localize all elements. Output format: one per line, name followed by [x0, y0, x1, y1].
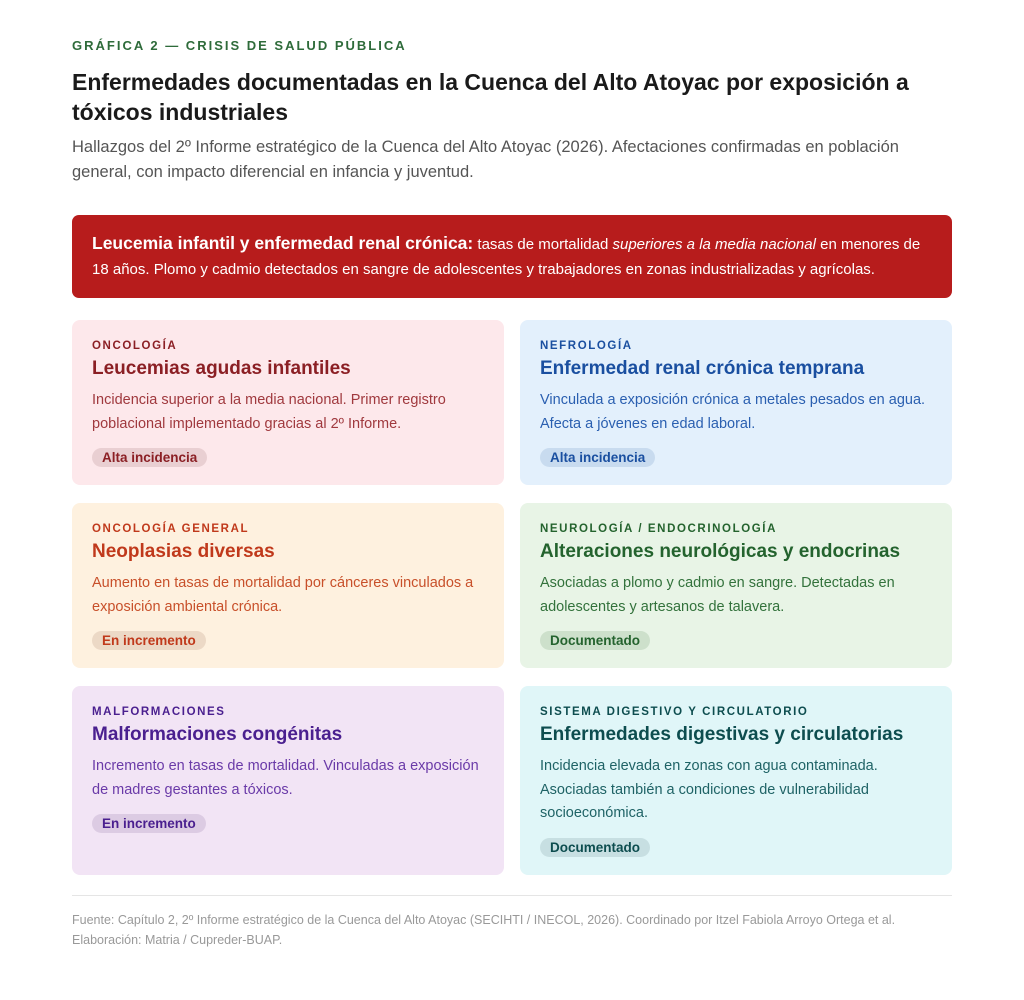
card-category: ONCOLOGÍA	[92, 340, 178, 352]
card-category: MALFORMACIONES	[92, 706, 226, 718]
disease-grid: ONCOLOGÍA Leucemias agudas infantiles In…	[72, 320, 952, 875]
source-footer: Fuente: Capítulo 2, 2º Informe estratégi…	[72, 894, 952, 950]
card-description: Vinculada a exposición crónica a metales…	[540, 392, 926, 432]
status-badge: En incremento	[92, 631, 206, 650]
alert-lead: Leucemia infantil y enfermedad renal cró…	[92, 233, 474, 253]
card-title: Alteraciones neurológicas y endocrinas	[540, 541, 901, 562]
card-title: Malformaciones congénitas	[92, 724, 343, 745]
card-title: Leucemias agudas infantiles	[92, 358, 351, 379]
alert-banner: Leucemia infantil y enfermedad renal cró…	[72, 215, 952, 298]
disease-card: MALFORMACIONES Malformaciones congénitas…	[72, 686, 504, 875]
card-title: Enfermedades digestivas y circulatorias	[540, 724, 904, 745]
card-description: Aumento en tasas de mortalidad por cánce…	[92, 575, 474, 615]
status-badge: En incremento	[92, 814, 206, 833]
disease-card: SISTEMA DIGESTIVO Y CIRCULATORIO Enferme…	[520, 686, 952, 875]
status-badge: Documentado	[540, 837, 651, 857]
card-category: NEFROLOGÍA	[540, 340, 633, 352]
alert-text: tasas de mortalidad	[473, 236, 613, 253]
card-description: Incidencia superior a la media nacional.…	[92, 392, 446, 432]
eyebrow: GRÁFICA 2 — CRISIS DE SALUD PÚBLICA	[72, 38, 407, 53]
disease-card: NEUROLOGÍA / ENDOCRINOLOGÍA Alteraciones…	[520, 503, 952, 668]
subtitle: Hallazgos del 2º Informe estratégico de …	[72, 138, 899, 181]
status-badge: Alta incidencia	[540, 448, 656, 467]
card-description: Incidencia elevada en zonas con agua con…	[540, 758, 878, 821]
status-badge: Documentado	[540, 631, 651, 650]
card-title: Enfermedad renal crónica temprana	[540, 358, 865, 379]
disease-card: NEFROLOGÍA Enfermedad renal crónica temp…	[520, 320, 952, 485]
card-category: ONCOLOGÍA GENERAL	[92, 523, 250, 535]
disease-card: ONCOLOGÍA Leucemias agudas infantiles In…	[72, 320, 504, 485]
card-description: Asociadas a plomo y cadmio en sangre. De…	[540, 575, 895, 615]
infographic: GRÁFICA 2 — CRISIS DE SALUD PÚBLICA Enfe…	[72, 38, 952, 950]
card-category: SISTEMA DIGESTIVO Y CIRCULATORIO	[540, 706, 809, 718]
card-category: NEUROLOGÍA / ENDOCRINOLOGÍA	[540, 523, 777, 535]
page-title: Enfermedades documentadas en la Cuenca d…	[72, 69, 909, 125]
disease-card: ONCOLOGÍA GENERAL Neoplasias diversas Au…	[72, 503, 504, 668]
status-badge: Alta incidencia	[92, 448, 208, 467]
alert-text: en menores de 18 años. Plomo y cadmio de…	[92, 236, 921, 278]
card-description: Incremento en tasas de mortalidad. Vincu…	[92, 758, 479, 798]
card-title: Neoplasias diversas	[92, 541, 275, 562]
alert-emphasis: superiores a la media nacional	[612, 236, 816, 253]
